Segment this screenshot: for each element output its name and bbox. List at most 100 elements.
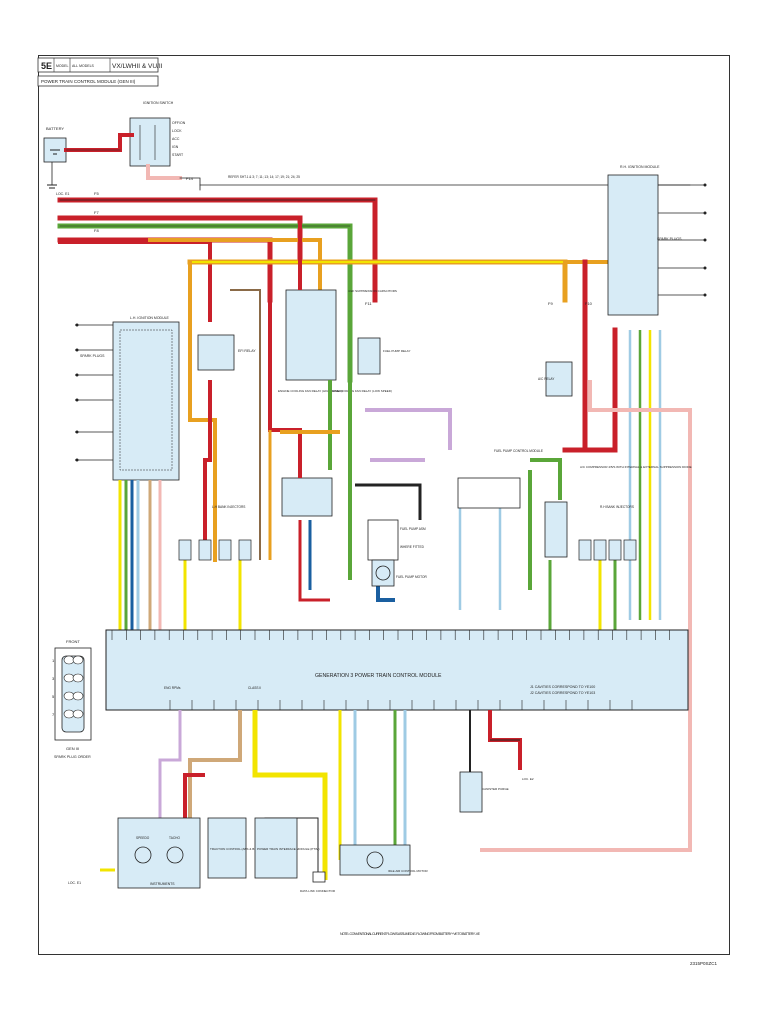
svg-text:SPARK PLUG ORDER: SPARK PLUG ORDER <box>54 755 91 759</box>
svg-text:GEN III: GEN III <box>66 746 79 751</box>
svg-text:FRONT: FRONT <box>66 639 80 644</box>
svg-text:START: START <box>172 153 184 157</box>
svg-text:TRACTION CONTROL (ABS & BHM): TRACTION CONTROL (ABS & BHM) <box>210 847 260 851</box>
spark-plug-icon <box>75 373 79 377</box>
lh-injectors-label: L.H BANK INJECTORS <box>212 505 245 509</box>
ignition-switch: IGNITION SWITCH OFF/ON LOCK ACC IGN STAR… <box>129 101 186 167</box>
plug-hole <box>72 655 84 665</box>
injector <box>593 539 607 561</box>
injector <box>178 539 192 561</box>
svg-text:FUEL PUMP MOTOR: FUEL PUMP MOTOR <box>396 575 427 579</box>
plug-number: 3 <box>52 676 55 681</box>
plug-hole <box>72 673 84 683</box>
fuel-pump-relay: FUEL PUMP RELAY <box>357 337 410 375</box>
svg-text:IGN: IGN <box>172 145 179 149</box>
drawing-number: 2315P0SZC1 <box>690 961 718 966</box>
spark-plug-icon <box>75 458 79 462</box>
spark-plug-icon <box>75 398 79 402</box>
svg-text:F10: F10 <box>585 301 593 306</box>
svg-text:F7: F7 <box>94 210 99 215</box>
svg-text:FUEL PUMP RELAY: FUEL PUMP RELAY <box>383 349 410 353</box>
spark-plug-icon <box>703 266 707 270</box>
svg-text:LOC. E2: LOC. E2 <box>522 777 534 781</box>
lower-relay <box>281 477 333 517</box>
svg-text:ENGINE COOLING FAN RELAY (LOW: ENGINE COOLING FAN RELAY (LOW SPEED) <box>328 389 392 393</box>
injector <box>578 539 592 561</box>
svg-text:R.H. IGNITION MODULE: R.H. IGNITION MODULE <box>620 165 660 169</box>
plug-hole <box>72 691 84 701</box>
svg-text:WHERE FITTED: WHERE FITTED <box>400 545 425 549</box>
svg-text:J1 CAVITIES CORRESPOND TO YE10: J1 CAVITIES CORRESPOND TO YE100 <box>530 685 595 689</box>
svg-text:J2 CAVITIES CORRESPOND TO YE10: J2 CAVITIES CORRESPOND TO YE103 <box>530 691 595 695</box>
injector <box>623 539 637 561</box>
rh-injectors-label: R.H BANK INJECTORS <box>600 505 634 509</box>
svg-text:DATA LINK CONNECTOR: DATA LINK CONNECTOR <box>300 889 336 893</box>
svg-text:CANISTER PURGE: CANISTER PURGE <box>482 787 509 791</box>
efi-relay: EFI RELAY <box>197 334 256 371</box>
svg-text:SPEEDO: SPEEDO <box>136 836 150 840</box>
injector <box>238 539 252 561</box>
spark-plug-icon <box>703 293 707 297</box>
pcm: GENERATION 3 POWER TRAIN CONTROL MODULE … <box>105 629 689 711</box>
svg-text:POWER TRAIN INTERFACE MODULE (: POWER TRAIN INTERFACE MODULE (PTIM) <box>257 847 319 851</box>
all-models-label: ALL MODELS <box>72 64 95 68</box>
section-number: 5E <box>41 61 52 71</box>
svg-text:IDLE AIR CONTROL MOTOR: IDLE AIR CONTROL MOTOR <box>388 869 429 873</box>
note-line: NOTE:- CONVENTIONAL CURRENT FLOW IS ASSU… <box>340 932 481 936</box>
ac-relay: A/C RELAY <box>538 361 573 397</box>
spark-plug-icon <box>703 238 707 242</box>
svg-text:REFER SHT.1 & 3; 7; 11; 13; 14: REFER SHT.1 & 3; 7; 11; 13; 14; 17; 19; … <box>228 175 300 179</box>
svg-text:FUEL PUMP ASM: FUEL PUMP ASM <box>400 527 426 531</box>
svg-text:ENGINE COOLING FAN RELAY (HIGH: ENGINE COOLING FAN RELAY (HIGH SPEED) <box>278 389 343 393</box>
svg-text:LOCK: LOCK <box>172 129 182 133</box>
pcm-pins <box>111 630 671 710</box>
svg-text:IGNITION SWITCH: IGNITION SWITCH <box>143 101 174 105</box>
ac-compressor: A/C COMPRESSOR 4/5/S WITH INTERNAL & EXT… <box>544 465 692 558</box>
rh-bank-injectors <box>578 539 637 561</box>
plug-number: 7 <box>52 712 55 717</box>
diagram-title: POWER TRAIN CONTROL MODULE (GEN III) <box>41 79 136 84</box>
plug-hole <box>63 673 75 683</box>
lh-bank-injectors <box>178 539 252 561</box>
lh-ignition-module: L.H. IGNITION MODULE SPARK PLUGS <box>80 316 180 481</box>
svg-text:LOC. E1: LOC. E1 <box>56 192 69 196</box>
svg-text:FUEL PUMP CONTROL MODULE: FUEL PUMP CONTROL MODULE <box>494 449 543 453</box>
spark-plug-icon <box>75 430 79 434</box>
model-label: MODEL <box>56 64 69 68</box>
plug-number: 5 <box>52 694 55 699</box>
svg-text:LOC. E1: LOC. E1 <box>68 881 81 885</box>
rh-spark-plug-leads <box>658 183 707 297</box>
battery-label: BATTERY <box>46 126 64 131</box>
instruments: SPEEDO TACHO INSTRUMENTS LOC. E1 <box>68 817 201 889</box>
svg-text:SPARK PLUGS: SPARK PLUGS <box>657 237 682 241</box>
fuse-labels: F14 F5 F7 F8 F11 F9 F10 REFER SHT.1 & 3;… <box>94 175 593 306</box>
fuel-pump-control-module: FUEL PUMP CONTROL MODULE <box>457 449 543 509</box>
svg-text:OFF/ON: OFF/ON <box>172 121 186 125</box>
title-block: 5E MODEL ALL MODELS VX/LWHII & VU/II POW… <box>37 57 163 87</box>
svg-text:4 EF SUPPRESSION CAPACITORS: 4 EF SUPPRESSION CAPACITORS <box>348 289 397 293</box>
battery: BATTERY LOC. E1 <box>43 126 69 196</box>
main-feed-wires <box>57 133 691 562</box>
svg-text:L.H. IGNITION MODULE: L.H. IGNITION MODULE <box>130 316 170 320</box>
injector <box>218 539 232 561</box>
ptim: POWER TRAIN INTERFACE MODULE (PTIM) <box>254 817 319 879</box>
lh-spark-plug-leads <box>75 323 113 462</box>
svg-text:INSTRUMENTS: INSTRUMENTS <box>150 882 175 886</box>
cooling-fan-relays: ENGINE COOLING FAN RELAY (HIGH SPEED) EN… <box>278 289 397 393</box>
svg-text:ACC: ACC <box>172 137 180 141</box>
spark-plug-icon <box>703 211 707 215</box>
middle-wires <box>118 218 692 852</box>
svg-text:F8: F8 <box>94 228 99 233</box>
svg-text:TACHO: TACHO <box>169 836 180 840</box>
lower-wires <box>100 710 522 880</box>
svg-text:EFI RELAY: EFI RELAY <box>238 349 256 353</box>
traction-control: TRACTION CONTROL (ABS & BHM) <box>207 817 260 879</box>
svg-text:F14: F14 <box>186 176 194 181</box>
models-label: VX/LWHII & VU/II <box>112 63 163 70</box>
fuel-pump-asm: FUEL PUMP ASM WHERE FITTED FUEL PUMP MOT… <box>367 519 427 587</box>
diagram-frame <box>38 55 730 955</box>
spark-plug-icon <box>75 323 79 327</box>
svg-text:ENG RPMs: ENG RPMs <box>164 686 181 690</box>
svg-text:A/C COMPRESSOR 4/5/S WITH INTE: A/C COMPRESSOR 4/5/S WITH INTERNAL & EXT… <box>580 465 692 469</box>
